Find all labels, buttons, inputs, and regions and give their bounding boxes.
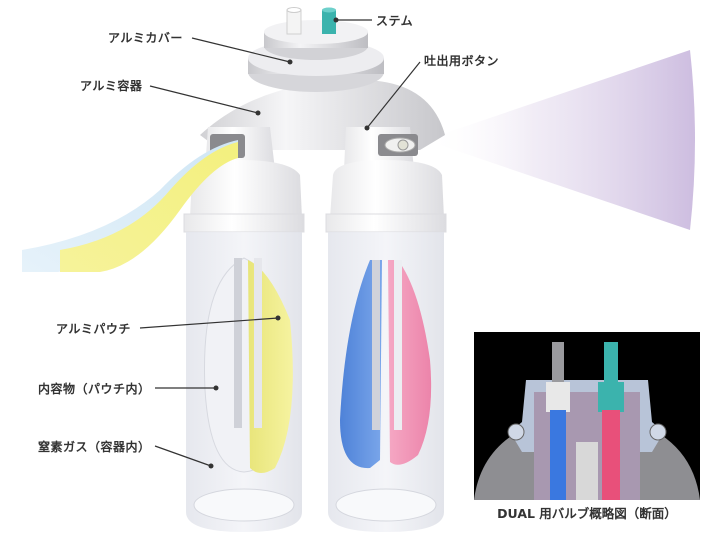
label-nitrogen-gas: 窒素ガス（容器内）: [38, 440, 151, 454]
label-aluminum-container: アルミ容器: [80, 79, 143, 93]
left-cartridge: [183, 127, 305, 532]
valve-cross-section-diagram: [474, 342, 700, 500]
inset-caption: DUAL 用バルブ概略図（断面）: [497, 506, 677, 521]
label-stem: ステム: [376, 14, 414, 28]
label-dispense-button: 吐出用ボタン: [424, 54, 500, 68]
blue-stream: [22, 140, 238, 272]
label-aluminum-cover: アルミカバー: [108, 31, 183, 45]
right-cartridge: [325, 127, 447, 532]
label-contents: 内容物（パウチ内）: [38, 382, 151, 396]
label-aluminum-pouch: アルミパウチ: [56, 322, 131, 336]
valve-cross-section-inset: [474, 332, 700, 500]
teal-stem: [322, 10, 336, 34]
leader-lines: [139, 19, 421, 467]
white-stem: [286, 9, 302, 35]
yellow-stream: [60, 142, 238, 272]
spray-mist: [425, 50, 695, 230]
leader-dots: [208, 17, 370, 469]
